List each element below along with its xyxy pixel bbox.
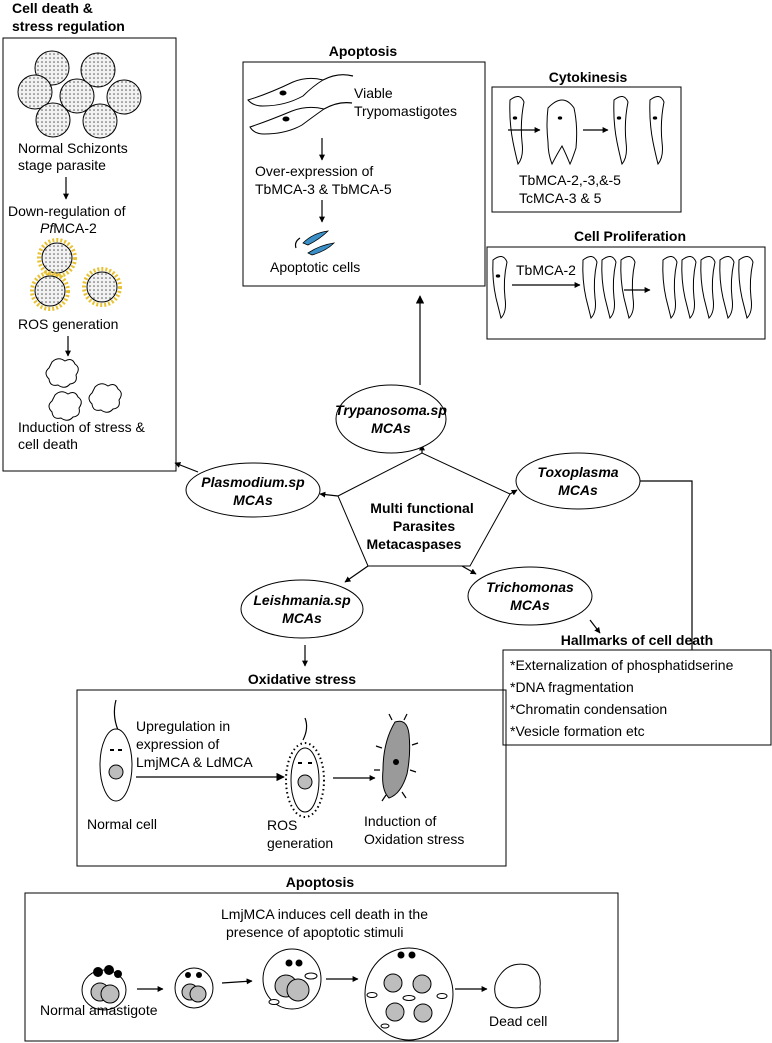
- apoptotic-cells-label: Apoptotic cells: [270, 259, 360, 275]
- induction-stress-1: Induction of stress &: [18, 419, 146, 435]
- trypanosoma-name: Trypanosoma.sp: [335, 402, 447, 418]
- ros-generation-2: generation: [267, 835, 333, 851]
- node-toxoplasma: Toxoplasma MCAs: [515, 452, 641, 510]
- leishmania-name: Leishmania.sp: [253, 592, 351, 608]
- lmj-induces-2: presence of apoptotic stimuli: [226, 924, 403, 940]
- arrow-hub-leishmania: [344, 565, 369, 583]
- normal-schizonts-1: Normal Schizonts: [18, 140, 128, 156]
- induction-oxidation-1: Induction of: [364, 813, 436, 829]
- cell-death-panel: Cell death & stress regulation Normal Sc…: [2, 0, 177, 472]
- cell-proliferation-title: Cell Proliferation: [574, 228, 686, 244]
- pentagon-shape: [337, 452, 511, 567]
- upregulation-1: Upregulation in: [136, 718, 230, 734]
- normal-amastigote-label: Normal amastigote: [40, 1002, 158, 1018]
- amastigote-stage-2: [174, 967, 214, 1009]
- node-leishmania: Leishmania.sp MCAs: [240, 579, 364, 639]
- apoptosis-bottom-panel: Apoptosis LmjMCA induces cell death in t…: [24, 874, 619, 1042]
- over-expression-1: Over-expression of: [255, 163, 373, 179]
- cytokinesis-label-2: TcMCA-3 & 5: [519, 190, 602, 206]
- apoptosis-bottom-title: Apoptosis: [286, 874, 355, 890]
- upregulation-3: LmjMCA & LdMCA: [136, 754, 253, 770]
- hallmark-item-1: *Externalization of phosphatidserine: [510, 657, 734, 673]
- arrow-hub-plasmodium: [319, 491, 339, 498]
- stressed-cell-figure: [374, 713, 419, 802]
- hallmark-item-3: *Chromatin condensation: [510, 701, 667, 717]
- hallmark-item-4: *Vesicle formation etc: [510, 723, 645, 739]
- apoptosis-top-box: [242, 61, 486, 287]
- ros-generation-1: ROS: [267, 817, 297, 833]
- cell-proliferation-box: [486, 246, 766, 340]
- normal-cell-figure: [99, 699, 133, 802]
- plasmodium-suffix: MCAs: [233, 492, 273, 508]
- ros-generation-label: ROS generation: [18, 316, 118, 332]
- induction-oxidation-2: Oxidation stress: [364, 831, 464, 847]
- cell-proliferation-panel: Cell Proliferation TbMCA-2: [486, 228, 766, 340]
- hallmark-item-2: *DNA fragmentation: [510, 679, 634, 695]
- hallmarks-box: [502, 649, 772, 746]
- arrow-amast-2: [221, 978, 253, 985]
- cytokinesis-title: Cytokinesis: [549, 69, 628, 85]
- arrow-plasmodium-panel: [174, 462, 199, 473]
- upregulation-2: expression of: [136, 736, 219, 752]
- ros-cell-figure: [285, 717, 325, 818]
- cytokinesis-box: [491, 86, 682, 213]
- lmj-induces-1: LmjMCA induces cell death in the: [221, 906, 428, 922]
- normal-cell-label: Normal cell: [87, 816, 157, 832]
- oxidative-panel: Oxidative stress Upregulation in express…: [76, 671, 507, 867]
- apoptosis-bottom-box: [24, 892, 619, 1042]
- dead-schizonts: [45, 358, 122, 421]
- normal-schizonts-2: stage parasite: [18, 157, 106, 173]
- arrow-hub-trichomonas: [461, 565, 477, 575]
- center-line-1: Multi functional: [370, 500, 473, 516]
- dead-cell-figure: [494, 963, 541, 1009]
- amastigote-stage-4: [364, 947, 454, 1041]
- arrow-hub-toxoplasma: [509, 489, 518, 496]
- apoptosis-top-title: Apoptosis: [329, 43, 398, 59]
- leishmania-suffix: MCAs: [282, 610, 322, 626]
- line-toxoplasma-hallmarks: [640, 480, 693, 650]
- viable-label-2: Trypomastigotes: [354, 103, 457, 119]
- down-regulation-1: Down-regulation of: [8, 203, 126, 219]
- cytokinesis-cells: [509, 96, 665, 166]
- cell-death-box: [2, 37, 177, 472]
- cytokinesis-label-1: TbMCA-2,-3,&-5: [519, 172, 621, 188]
- toxoplasma-suffix: MCAs: [558, 482, 598, 498]
- central-hub: Multi functional Parasites Metacaspases: [337, 452, 511, 567]
- center-line-3: Metacaspases: [367, 536, 462, 552]
- node-plasmodium: Plasmodium.sp MCAs: [185, 462, 321, 518]
- trypomastigote-cells: [247, 74, 354, 135]
- proliferation-label: TbMCA-2: [516, 262, 576, 278]
- cell-death-title-1: Cell death &: [12, 0, 93, 16]
- toxoplasma-name: Toxoplasma: [537, 464, 618, 480]
- hallmarks-panel: Hallmarks of cell death *Externalization…: [502, 632, 772, 746]
- trichomonas-name: Trichomonas: [486, 579, 574, 595]
- down-regulation-2: PfMCA-2: [40, 220, 97, 236]
- amastigote-stage-3: [262, 948, 322, 1010]
- induction-stress-2: cell death: [18, 436, 78, 452]
- trypanosoma-suffix: MCAs: [371, 420, 411, 436]
- apoptotic-cell-figure: [294, 230, 336, 256]
- cytokinesis-panel: Cytokinesis TbMCA-2,-3,&-5 TcMCA-3 & 5: [491, 69, 682, 213]
- amastigote-normal: [81, 965, 127, 1011]
- viable-label-1: Viable: [354, 85, 393, 101]
- over-expression-2: TbMCA-3 & TbMCA-5: [255, 181, 392, 197]
- plasmodium-name: Plasmodium.sp: [201, 474, 305, 490]
- schizont-cluster: [17, 50, 142, 139]
- dead-cell-label: Dead cell: [489, 1013, 547, 1029]
- apoptosis-top-panel: Apoptosis Viable Trypomastigotes Over-ex…: [242, 43, 486, 287]
- ros-schizonts: [30, 238, 122, 311]
- node-trypanosoma: Trypanosoma.sp MCAs: [335, 384, 447, 454]
- center-line-2: Parasites: [393, 518, 455, 534]
- hallmarks-title: Hallmarks of cell death: [561, 632, 714, 648]
- proliferation-cells: [492, 256, 754, 319]
- oxidative-title: Oxidative stress: [248, 671, 356, 687]
- oxidative-box: [76, 689, 507, 867]
- arrow-trichomonas-hallmarks: [589, 619, 601, 634]
- cell-death-title-2: stress regulation: [12, 18, 125, 34]
- trichomonas-suffix: MCAs: [510, 597, 550, 613]
- node-trichomonas: Trichomonas MCAs: [467, 566, 593, 626]
